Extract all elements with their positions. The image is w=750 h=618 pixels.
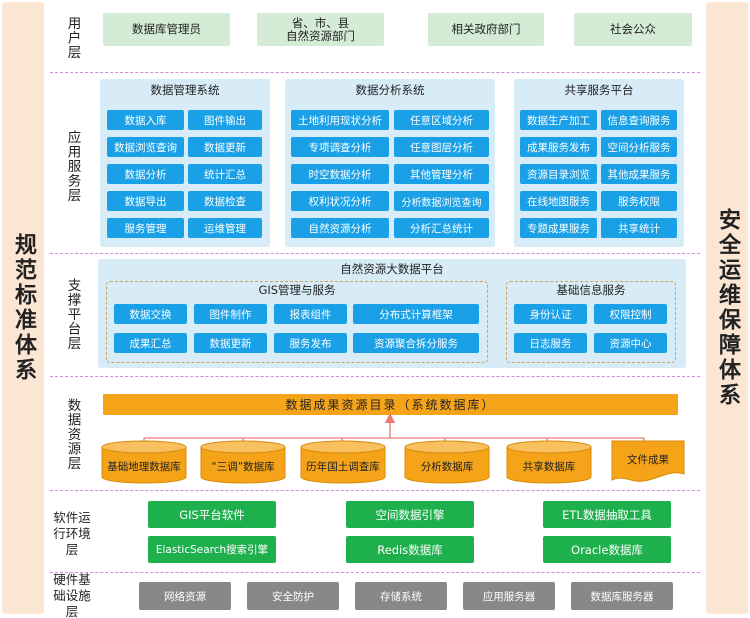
hardware-box: 存储系统: [355, 582, 447, 610]
database-cylinder: 历年国土调查库: [300, 440, 386, 484]
user-layer-label: 用户层: [64, 16, 81, 60]
security-ops-system-bar: 安全运维保障体系: [706, 2, 748, 614]
app-box: 分析数据浏览查询: [394, 191, 489, 211]
user-db-admin: 数据库管理员: [103, 13, 230, 46]
app-box: 成果服务发布: [520, 137, 597, 157]
separator-2: [50, 253, 700, 254]
software-box: 空间数据引擎: [346, 501, 474, 528]
app-box: 权利状况分析: [291, 191, 389, 211]
app-box: 服务管理: [107, 218, 184, 238]
resource-catalog-bar: 数据成果资源目录（系统数据库）: [103, 394, 678, 415]
database-cylinder: 分析数据库: [404, 440, 490, 484]
user-gov-depts: 相关政府部门: [428, 13, 544, 46]
app-box: 运维管理: [188, 218, 262, 238]
database-cylinder: 共享数据库: [506, 440, 592, 484]
basic-info-group-title: 基础信息服务: [556, 283, 626, 297]
app-box: 数据生产加工: [520, 110, 597, 130]
support-box: 资源中心: [594, 333, 667, 353]
hardware-box: 安全防护: [247, 582, 339, 610]
security-ops-system-label: 安全运维保障体系: [715, 208, 740, 408]
support-box: 数据交换: [114, 304, 187, 324]
app-box: 数据分析: [107, 164, 184, 184]
support-box: 成果汇总: [114, 333, 187, 353]
app-box: 数据检查: [188, 191, 262, 211]
separator-3: [50, 376, 700, 377]
sharing-platform-title: 共享服务平台: [564, 83, 634, 97]
data-management-title: 数据管理系统: [150, 83, 220, 97]
support-box: 资源聚合拆分服务: [353, 333, 479, 353]
user-natural-resource-depts: 省、市、县 自然资源部门: [257, 13, 384, 46]
support-box: 身份认证: [514, 304, 587, 324]
user-public: 社会公众: [574, 13, 692, 46]
app-box: 自然资源分析: [291, 218, 389, 238]
data-analysis-title: 数据分析系统: [355, 83, 425, 97]
hardware-layer-label: 硬件基础设施层: [53, 572, 91, 618]
support-layer-label: 支撑平台层: [64, 277, 81, 351]
software-box: ETL数据抽取工具: [543, 501, 671, 528]
database-cylinder: 基础地理数据库: [101, 440, 187, 484]
separator-1: [50, 72, 700, 73]
app-box: 数据入库: [107, 110, 184, 130]
app-box: 任意区域分析: [394, 110, 489, 130]
support-box: 日志服务: [514, 333, 587, 353]
app-box: 时空数据分析: [291, 164, 389, 184]
software-layer-label: 软件运行环境层: [53, 510, 91, 557]
file-results-label: 文件成果: [627, 454, 669, 466]
basic-info-group: 基础信息服务: [506, 281, 676, 363]
app-box: 数据浏览查询: [107, 137, 184, 157]
support-box: 数据更新: [194, 333, 267, 353]
support-box: 报表组件: [274, 304, 347, 324]
app-box: 任意图层分析: [394, 137, 489, 157]
hardware-box: 应用服务器: [463, 582, 555, 610]
support-box: 服务发布: [274, 333, 347, 353]
support-box: 图件制作: [194, 304, 267, 324]
app-box: 共享统计: [601, 218, 677, 238]
app-box: 土地利用现状分析: [291, 110, 389, 130]
support-box: 权限控制: [594, 304, 667, 324]
app-box: 在线地图服务: [520, 191, 597, 211]
app-box: 其他管理分析: [394, 164, 489, 184]
database-cylinder: “三调”数据库: [200, 440, 286, 484]
support-box: 分布式计算框架: [353, 304, 479, 324]
standards-system-bar: 规范标准体系: [2, 2, 44, 614]
software-box: Oracle数据库: [543, 536, 671, 563]
big-data-platform-title: 自然资源大数据平台: [340, 262, 444, 276]
app-box: 图件输出: [188, 110, 262, 130]
app-box: 资源目录浏览: [520, 164, 597, 184]
separator-5: [50, 572, 700, 573]
app-box: 专题成果服务: [520, 218, 597, 238]
app-box: 其他成果服务: [601, 164, 677, 184]
software-box: Redis数据库: [346, 536, 474, 563]
app-box: 空间分析服务: [601, 137, 677, 157]
software-box: GIS平台软件: [148, 501, 276, 528]
hardware-box: 网络资源: [139, 582, 231, 610]
file-document-icon: 文件成果: [611, 440, 685, 484]
app-layer-label: 应用服务层: [64, 129, 81, 203]
hardware-box: 数据库服务器: [571, 582, 673, 610]
gis-group-title: GIS管理与服务: [258, 283, 336, 297]
app-box: 数据导出: [107, 191, 184, 211]
app-box: 服务权限: [601, 191, 677, 211]
gis-group: GIS管理与服务: [106, 281, 488, 363]
app-box: 统计汇总: [188, 164, 262, 184]
app-box: 信息查询服务: [601, 110, 677, 130]
app-box: 专项调查分析: [291, 137, 389, 157]
standards-system-label: 规范标准体系: [11, 233, 36, 383]
separator-4: [50, 490, 700, 491]
data-layer-label: 数据资源层: [64, 397, 81, 471]
app-box: 分析汇总统计: [394, 218, 489, 238]
app-box: 数据更新: [188, 137, 262, 157]
software-box: ElasticSearch搜索引擎: [148, 536, 276, 563]
